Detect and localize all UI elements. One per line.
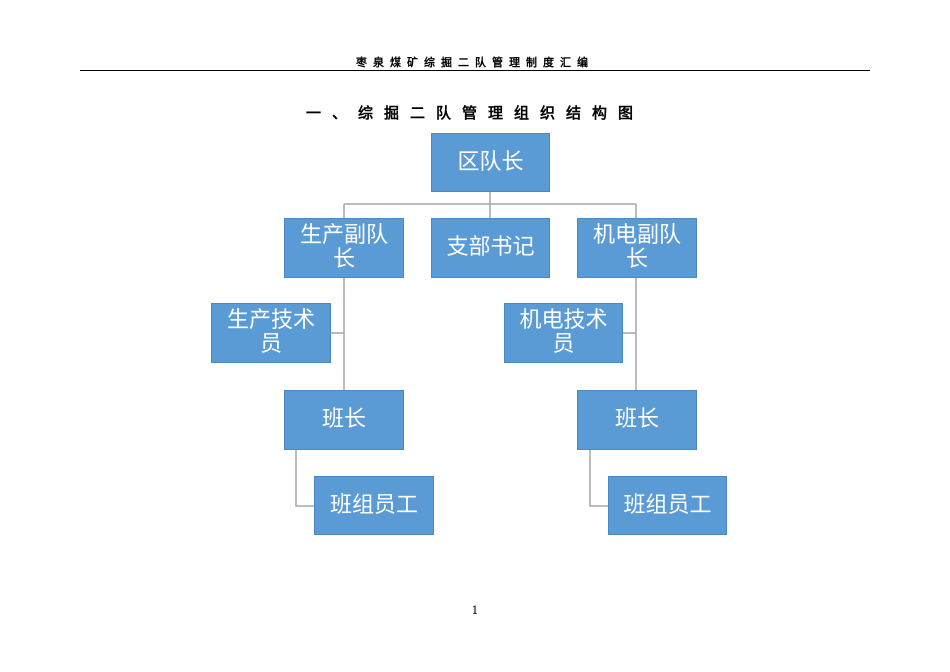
node-mechanical-technician: 机电技术员 xyxy=(504,303,623,363)
node-mechanical-vice-captain: 机电副队长 xyxy=(577,218,697,278)
header-rule xyxy=(80,70,870,71)
page-title: 一、综掘二队管理组织结构图 xyxy=(305,104,644,122)
node-right-team-staff: 班组员工 xyxy=(608,476,727,535)
page-number: 1 xyxy=(471,604,479,617)
connector-left-staff xyxy=(295,450,314,507)
node-captain: 区队长 xyxy=(431,133,550,192)
node-right-team-leader: 班长 xyxy=(577,390,697,450)
running-header: 枣泉煤矿综掘二队管理制度汇编 xyxy=(356,56,594,69)
node-production-technician: 生产技术员 xyxy=(211,303,331,363)
node-left-team-leader: 班长 xyxy=(284,390,404,450)
node-production-vice-captain: 生产副队长 xyxy=(284,218,404,278)
connector-right-staff xyxy=(589,450,608,507)
node-party-secretary: 支部书记 xyxy=(431,218,550,278)
node-left-team-staff: 班组员工 xyxy=(314,476,434,535)
